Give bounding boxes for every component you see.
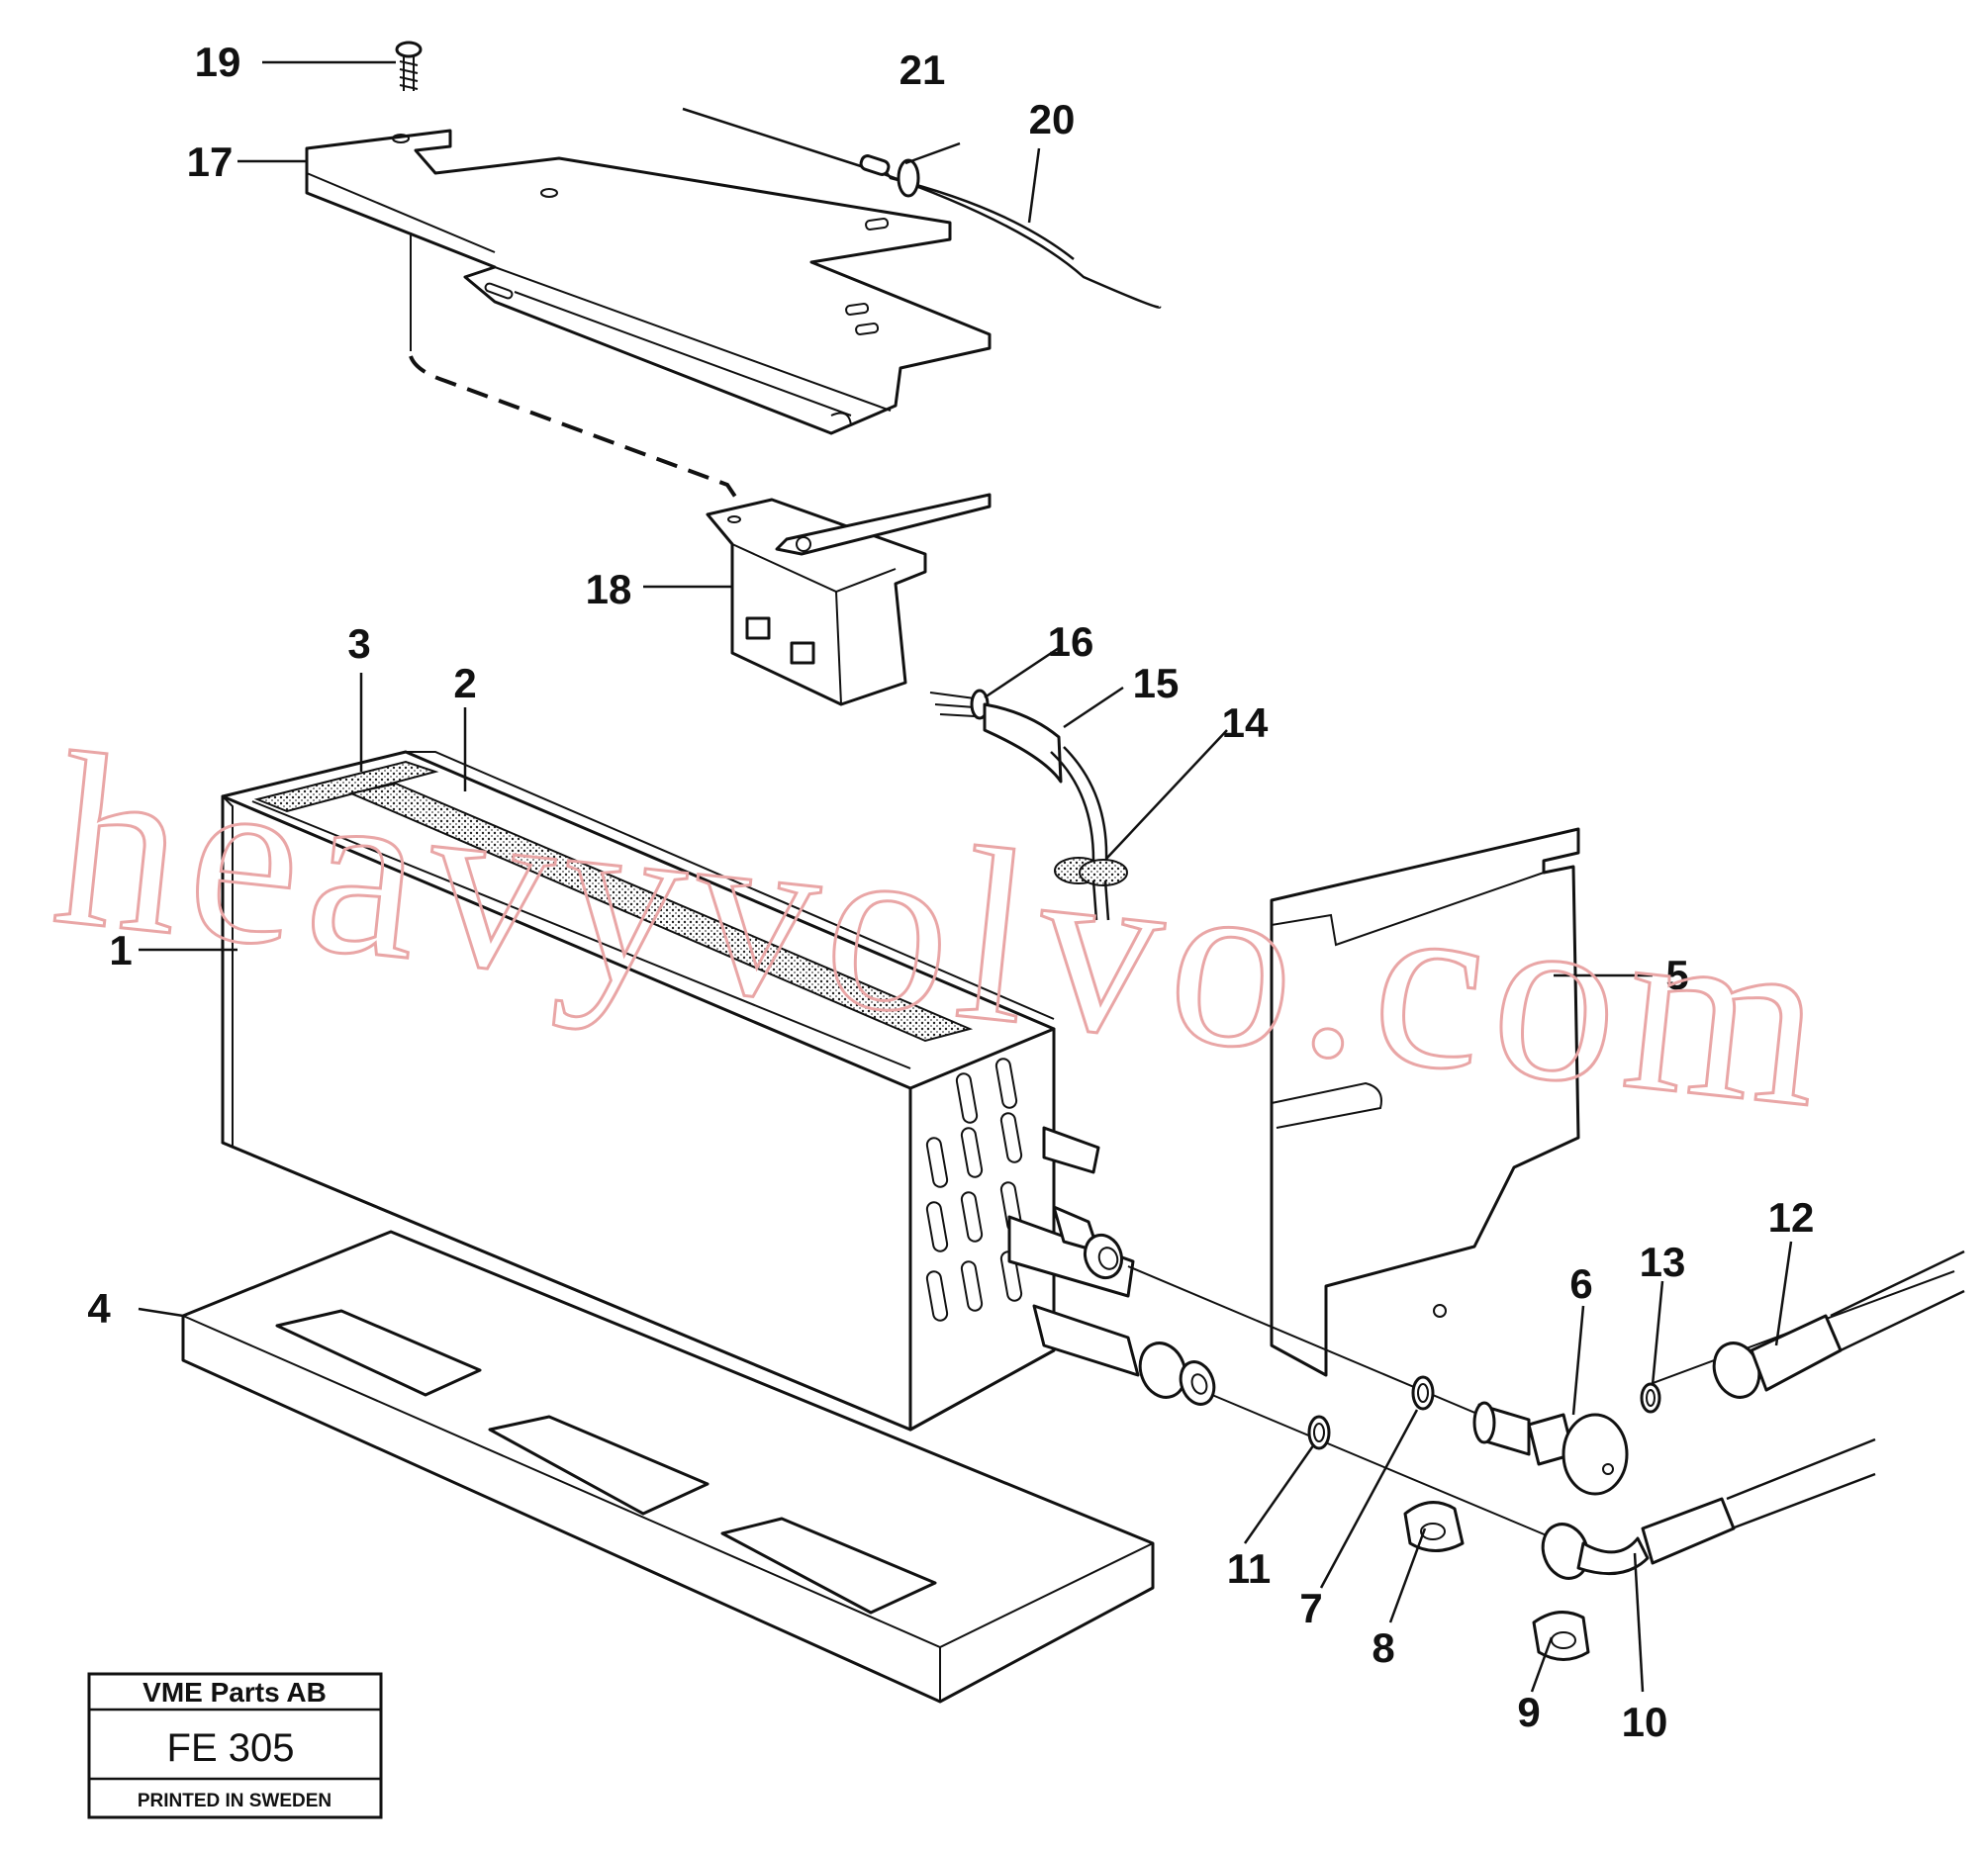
clip-part-21 [897, 158, 920, 198]
callout-3: 3 [347, 620, 370, 667]
drawing-code: FE 305 [167, 1726, 295, 1770]
callout-14: 14 [1222, 699, 1269, 746]
leader-lines [138, 60, 1793, 1693]
callout-17: 17 [187, 139, 234, 185]
screw-part-19 [395, 41, 423, 91]
wiring-part-16 [929, 689, 990, 720]
callout-13: 13 [1640, 1239, 1686, 1285]
callout-4: 4 [87, 1285, 111, 1332]
seal-ring-part-11 [1307, 1415, 1331, 1450]
nut-fitting-upper [1052, 1205, 1124, 1280]
callout-11: 11 [1227, 1545, 1271, 1592]
callout-10: 10 [1622, 1699, 1668, 1745]
bracket-part-17 [305, 129, 992, 502]
callout-2: 2 [453, 660, 476, 706]
callout-7: 7 [1299, 1585, 1322, 1631]
grommet-part-14 [1054, 857, 1128, 921]
callout-8: 8 [1372, 1624, 1394, 1671]
union-fitting-lower [1032, 1304, 1216, 1406]
printed-note: PRINTED IN SWEDEN [138, 1791, 331, 1811]
callout-12: 12 [1768, 1194, 1815, 1241]
callout-16: 16 [1048, 618, 1094, 665]
cover-plate-part-5 [1270, 827, 1580, 1377]
seal-ring-part-7 [1411, 1375, 1435, 1411]
seal-ring-part-13 [1640, 1382, 1661, 1414]
callout-15: 15 [1133, 660, 1180, 706]
callout-18: 18 [586, 566, 632, 612]
callout-5: 5 [1665, 952, 1688, 998]
callout-19: 19 [195, 39, 241, 85]
callout-21: 21 [899, 46, 946, 93]
hose-fitting-part-12 [1712, 1249, 1965, 1399]
callout-20: 20 [1029, 96, 1076, 142]
title-block-frame [87, 1672, 383, 1819]
title-block: VME Parts AB FE 305 PRINTED IN SWEDEN [87, 1672, 383, 1819]
base-plate-part-4 [181, 1230, 1155, 1704]
callout-1: 1 [109, 927, 132, 973]
sleeve-part-8 [1403, 1501, 1465, 1552]
company-name: VME Parts AB [142, 1677, 327, 1708]
heater-housing-part-1 [221, 750, 1135, 1432]
foam-strip-part-3 [253, 760, 439, 813]
foam-strip-part-2 [347, 782, 974, 1043]
hose-fitting-part-10 [1541, 1437, 1876, 1580]
thermostat-part-18 [706, 493, 992, 706]
sleeve-part-9 [1532, 1611, 1590, 1661]
valve-part-6 [1472, 1401, 1629, 1496]
axis-line-lower [1211, 1394, 1555, 1539]
callout-6: 6 [1569, 1260, 1592, 1307]
hose-part-15 [983, 702, 1108, 862]
callout-9: 9 [1517, 1689, 1540, 1735]
